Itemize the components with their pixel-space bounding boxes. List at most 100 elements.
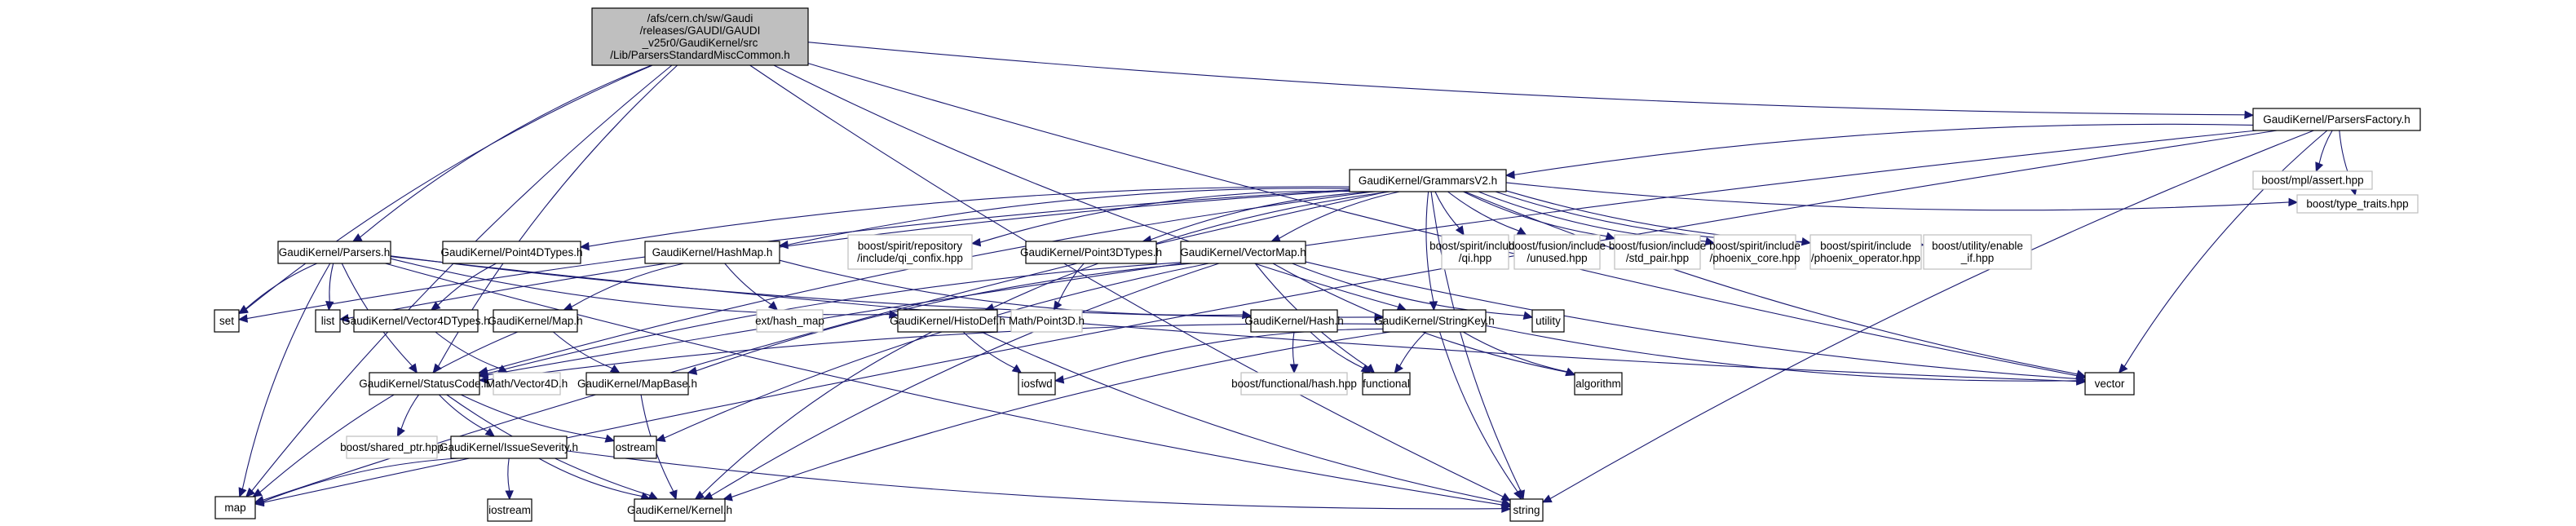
node-box xyxy=(214,309,240,333)
arrowhead-icon xyxy=(694,490,705,500)
arrowhead-icon xyxy=(702,491,714,500)
node-point4dtypes[interactable]: GaudiKernel/Point4DTypes.h xyxy=(440,241,583,264)
edge-line xyxy=(566,450,1503,510)
node-hash-map[interactable]: ext/hash_map xyxy=(755,309,824,333)
node-label: GaudiKernel/StatusCode.h xyxy=(359,378,490,390)
edge-grammarsv2-to-list xyxy=(338,190,1350,323)
edge-parsers-to-histodef xyxy=(390,258,899,319)
node-vectormap[interactable]: GaudiKernel/VectorMap.h xyxy=(1180,241,1306,264)
edge-line xyxy=(263,130,2278,503)
node-set[interactable]: set xyxy=(214,309,240,333)
arrowhead-icon xyxy=(970,237,982,247)
node-label: Math/Point3D.h xyxy=(1009,315,1085,327)
edge-line xyxy=(461,394,607,440)
node-label: GaudiKernel/Hash.h xyxy=(1244,315,1344,327)
edge-line xyxy=(329,263,334,303)
node-functional[interactable]: functional xyxy=(1362,372,1411,396)
node-shared-ptr[interactable]: boost/shared_ptr.hpp xyxy=(340,435,444,459)
arrowhead-icon xyxy=(478,369,489,378)
node-box xyxy=(353,309,479,333)
edge-line xyxy=(731,331,1391,498)
edge-grammarsv2-to-set xyxy=(237,189,1350,323)
edge-line xyxy=(2318,130,2333,164)
node-grammarsv2[interactable]: GaudiKernel/GrammarsV2.h xyxy=(1349,169,1507,192)
arrowhead-icon xyxy=(237,304,249,314)
edge-point3dtypes-to-point3d xyxy=(1053,263,1085,312)
arrowhead-icon xyxy=(1054,375,1065,384)
edge-line xyxy=(538,457,643,497)
node-parsersfactory[interactable]: GaudiKernel/ParsersFactory.h xyxy=(2252,108,2421,131)
edge-line xyxy=(724,263,772,305)
node-label: list xyxy=(321,315,335,327)
arrowhead-icon xyxy=(237,314,249,323)
node-label: GaudiKernel/Point4DTypes.h xyxy=(440,246,582,259)
edge-line xyxy=(1495,191,1803,242)
edge-parsersfactory-to-string xyxy=(1541,130,2314,503)
node-vector4dtypes[interactable]: GaudiKernel/Vector4DTypes.h xyxy=(342,309,490,333)
node-kernel[interactable]: GaudiKernel/Kernel.h xyxy=(627,498,732,522)
arrowhead-icon xyxy=(1704,236,1716,246)
node-list[interactable]: list xyxy=(315,309,341,333)
node-vector4d[interactable]: Math/Vector4D.h xyxy=(486,372,568,396)
edge-vectormap-to-ostream xyxy=(655,263,1209,442)
node-enable-if[interactable]: boost/utility/enable_if.hpp xyxy=(1923,234,2032,270)
arrowhead-icon xyxy=(604,434,616,443)
node-mapbase[interactable]: GaudiKernel/MapBase.h xyxy=(577,372,697,396)
node-mplassert[interactable]: boost/mpl/assert.hpp xyxy=(2252,170,2373,190)
node-box xyxy=(493,309,578,333)
node-root[interactable]: /afs/cern.ch/sw/Gaudi/releases/GAUDI/GAU… xyxy=(591,7,809,66)
edge-line xyxy=(487,130,2257,376)
node-label: ostream xyxy=(616,441,656,453)
node-qi-confix[interactable]: boost/spirit/repository/include/qi_confi… xyxy=(847,234,973,270)
edge-parsers-to-vector xyxy=(390,256,2087,386)
node-iosfwd[interactable]: iosfwd xyxy=(1018,372,1056,396)
node-issueseverity[interactable]: GaudiKernel/IssueSeverity.h xyxy=(440,435,578,459)
node-vector[interactable]: vector xyxy=(2084,372,2135,396)
node-qi[interactable]: boost/spirit/include/qi.hpp xyxy=(1429,234,1521,270)
node-point3dtypes[interactable]: GaudiKernel/Point3DTypes.h xyxy=(1020,241,1162,264)
edge-line xyxy=(263,457,459,502)
node-phoenix-core[interactable]: boost/spirit/include/phoenix_core.hpp xyxy=(1709,234,1801,270)
node-box xyxy=(2252,108,2421,131)
node-hashmap[interactable]: GaudiKernel/HashMap.h xyxy=(644,241,780,264)
node-label: boost/fusion/include xyxy=(1509,240,1606,252)
arrowhead-icon xyxy=(1500,497,1512,506)
edge-histodef-to-string xyxy=(981,331,1512,506)
node-statuscode[interactable]: GaudiKernel/StatusCode.h xyxy=(359,372,490,396)
node-string[interactable]: string xyxy=(1509,498,1544,522)
edge-vectormap-to-mapbase xyxy=(687,263,1193,375)
node-fhash[interactable]: boost/functional/hash.hpp xyxy=(1231,372,1357,396)
node-label: boost/functional/hash.hpp xyxy=(1231,378,1357,390)
node-point3d[interactable]: Math/Point3D.h xyxy=(1009,309,1085,333)
edge-parsers-to-list xyxy=(325,263,334,312)
edge-line xyxy=(259,331,519,493)
node-parsers[interactable]: GaudiKernel/Parsers.h xyxy=(277,241,391,264)
node-histodef[interactable]: GaudiKernel/HistoDef.h xyxy=(890,309,1005,333)
node-stringkey[interactable]: GaudiKernel/StringKey.h xyxy=(1374,309,1495,333)
node-box xyxy=(585,372,689,396)
node-algorithm[interactable]: algorithm xyxy=(1574,372,1623,396)
node-box xyxy=(1010,309,1083,333)
node-type-traits[interactable]: boost/type_traits.hpp xyxy=(2296,194,2419,214)
node-phoenix-operator[interactable]: boost/spirit/include/phoenix_operator.hp… xyxy=(1809,234,1922,270)
arrowhead-icon xyxy=(687,366,698,375)
edge-hashmap-to-map xyxy=(563,263,684,312)
node-box xyxy=(1362,372,1411,396)
node-box xyxy=(1509,498,1544,522)
node-utility[interactable]: utility xyxy=(1531,309,1565,333)
node-label: GaudiKernel/Map.h xyxy=(488,315,582,327)
arrowhead-icon xyxy=(1513,489,1522,501)
node-ostream[interactable]: ostream xyxy=(613,435,657,459)
node-hash[interactable]: GaudiKernel/Hash.h xyxy=(1244,309,1344,333)
edge-line xyxy=(1305,261,2078,380)
edge-root-to-map xyxy=(245,64,673,497)
node-iostream[interactable]: iostream xyxy=(487,498,532,522)
edge-grammarsv2-to-type_traits xyxy=(1505,182,2299,211)
node-box xyxy=(1513,234,1601,270)
edge-vectormap-to-utility xyxy=(1292,263,1534,320)
edge-line xyxy=(1439,331,1518,493)
node-map[interactable]: map xyxy=(214,496,256,519)
node-unused[interactable]: boost/fusion/include/unused.hpp xyxy=(1509,234,1606,270)
node-std-pair[interactable]: boost/fusion/include/std_pair.hpp xyxy=(1609,234,1706,270)
node-map[interactable]: GaudiKernel/Map.h xyxy=(488,309,583,333)
